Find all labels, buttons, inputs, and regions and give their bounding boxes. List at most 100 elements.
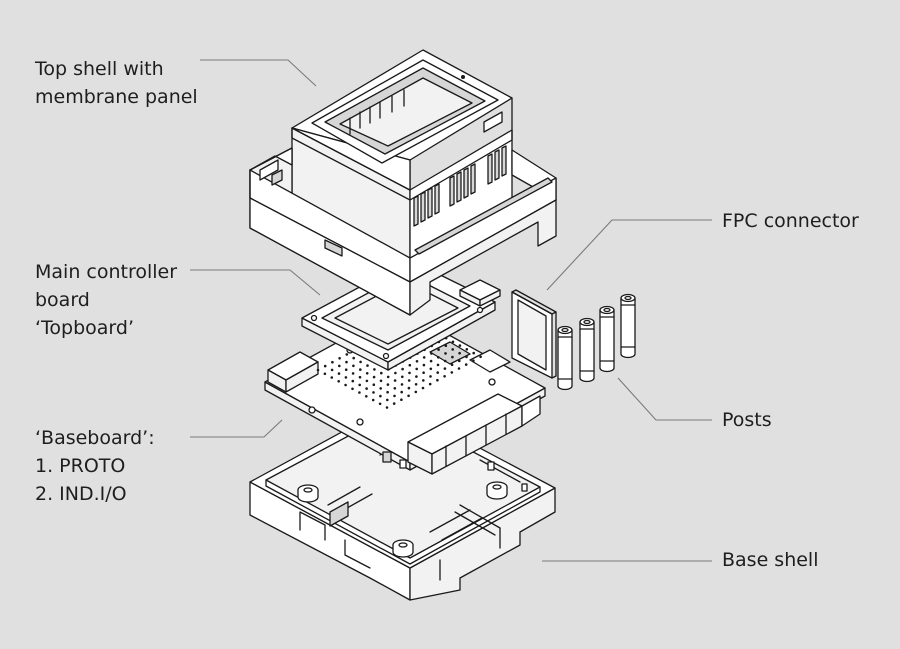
- proto-hole: [372, 375, 376, 379]
- proto-hole: [429, 375, 432, 378]
- proto-hole: [386, 383, 390, 386]
- proto-hole: [330, 368, 334, 372]
- proto-hole: [385, 406, 389, 409]
- proto-hole: [401, 367, 404, 371]
- proto-hole: [386, 398, 389, 402]
- label-baseboard: ‘Baseboard’: 1. PROTO 2. IND.I/O: [35, 424, 155, 508]
- proto-hole: [379, 394, 382, 398]
- proto-hole: [458, 351, 461, 355]
- proto-hole: [380, 371, 383, 375]
- topboard-pcb: [301, 259, 501, 371]
- label-main-board-line3: ‘Topboard’: [35, 317, 135, 339]
- proto-hole: [429, 367, 433, 371]
- vent-slot: [501, 145, 507, 177]
- proto-hole: [351, 372, 355, 375]
- label-fpc-connector: FPC connector: [722, 210, 859, 232]
- label-main-board-line2: board: [35, 289, 90, 311]
- proto-hole: [407, 394, 410, 398]
- proto-hole: [422, 363, 426, 367]
- posts: [557, 293, 636, 391]
- proto-hole: [365, 395, 368, 398]
- proto-hole: [378, 402, 382, 406]
- vent-slot: [456, 171, 462, 203]
- proto-hole: [429, 359, 433, 363]
- label-posts: Posts: [722, 409, 772, 431]
- proto-hole: [422, 379, 425, 382]
- proto-hole: [444, 344, 448, 348]
- proto-hole: [430, 352, 433, 355]
- proto-hole: [365, 372, 369, 375]
- proto-hole: [358, 391, 361, 394]
- proto-hole: [365, 387, 368, 390]
- proto-hole: [338, 364, 341, 368]
- proto-hole: [465, 355, 468, 359]
- leader-main-board: [190, 269, 321, 296]
- proto-hole: [414, 390, 418, 394]
- proto-hole: [345, 360, 348, 364]
- label-baseboard-line1: ‘Baseboard’:: [35, 427, 155, 449]
- proto-hole: [408, 371, 411, 375]
- proto-hole: [393, 379, 397, 382]
- leader-baseboard: [190, 419, 283, 438]
- vent-slot: [434, 183, 440, 215]
- proto-hole: [443, 375, 446, 378]
- label-baseboard-line2: 1. PROTO: [35, 455, 126, 477]
- proto-hole: [407, 379, 411, 382]
- leader-fpc: [546, 219, 712, 291]
- label-top-shell-line2: membrane panel: [35, 86, 198, 108]
- leader-posts: [617, 377, 712, 421]
- proto-hole: [464, 363, 468, 366]
- proto-hole: [401, 375, 404, 379]
- label-top-shell-line1: Top shell with: [35, 58, 164, 80]
- proto-hole: [428, 382, 432, 386]
- proto-hole: [351, 379, 355, 383]
- proto-hole: [422, 371, 425, 375]
- proto-hole: [415, 367, 419, 371]
- proto-hole: [352, 364, 355, 368]
- proto-hole: [415, 360, 419, 363]
- proto-hole: [414, 383, 418, 386]
- vent-slot: [463, 167, 469, 199]
- proto-hole: [450, 363, 454, 367]
- side-vents: [413, 145, 507, 227]
- proto-hole: [457, 367, 461, 370]
- proto-hole: [408, 363, 412, 367]
- proto-hole: [337, 380, 341, 383]
- proto-hole: [437, 348, 440, 351]
- vent-slot: [470, 163, 476, 195]
- fpc-connector: [511, 289, 557, 379]
- proto-hole: [392, 402, 396, 405]
- proto-hole: [323, 364, 327, 368]
- baseboard-pcb: [264, 307, 546, 475]
- proto-hole: [386, 375, 390, 379]
- proto-hole: [479, 355, 482, 359]
- proto-hole: [323, 372, 327, 376]
- post: [579, 317, 595, 383]
- proto-hole: [436, 363, 440, 367]
- top-shell: [249, 49, 557, 316]
- proto-hole: [351, 387, 354, 391]
- proto-hole: [443, 359, 447, 363]
- label-main-board: Main controller board ‘Topboard’: [35, 258, 177, 342]
- label-main-board-line1: Main controller: [35, 261, 178, 283]
- proto-hole: [338, 357, 341, 360]
- proto-hole: [400, 398, 403, 402]
- proto-hole: [372, 383, 376, 387]
- proto-hole: [450, 371, 454, 374]
- proto-hole: [366, 364, 369, 367]
- proto-hole: [379, 379, 383, 383]
- post: [599, 305, 615, 373]
- proto-hole: [359, 368, 362, 371]
- leader-lines: [190, 59, 712, 562]
- proto-hole: [393, 387, 397, 390]
- proto-hole: [451, 340, 455, 344]
- proto-hole: [458, 344, 462, 347]
- proto-hole: [400, 390, 404, 394]
- proto-hole: [373, 368, 376, 371]
- proto-hole: [407, 386, 411, 390]
- proto-hole: [443, 367, 447, 370]
- proto-hole: [437, 356, 440, 359]
- post: [620, 293, 636, 359]
